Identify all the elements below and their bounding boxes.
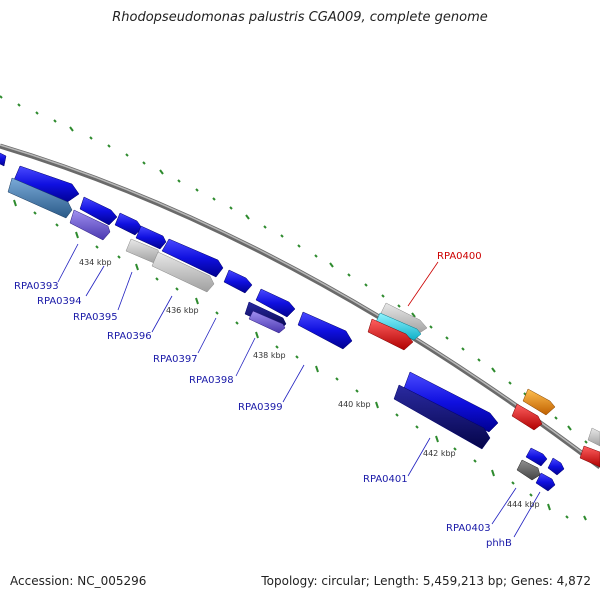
map-title: Rhodopseudomonas palustris CGA009, compl… [112, 10, 488, 25]
gene-label-rpa0401[interactable]: RPA0401 [363, 474, 408, 485]
gene-arrow[interactable] [223, 269, 253, 294]
gene-arrow[interactable] [135, 225, 167, 250]
gene-arrow[interactable] [393, 384, 491, 450]
accession-text: Accession: NC_005296 [10, 574, 147, 588]
scale-label: 438 kbp [253, 351, 286, 360]
gene-label-rpa0395[interactable]: RPA0395 [73, 312, 118, 323]
gene-arrow[interactable] [13, 165, 80, 204]
genome-backbone-highlight [0, 144, 600, 467]
genome-summary: Topology: circular; Length: 5,459,213 bp… [261, 574, 591, 588]
gene-arrow[interactable] [7, 177, 73, 219]
gene-arrow[interactable] [547, 457, 565, 476]
scale-label: 434 kbp [79, 258, 112, 267]
scale-label: 442 kbp [423, 449, 456, 458]
scale-label: 440 kbp [338, 400, 371, 409]
gene-arrow[interactable] [522, 388, 556, 416]
scale-label: 444 kbp [507, 500, 540, 509]
gene-arrow[interactable] [69, 209, 111, 241]
gene-arrow[interactable] [151, 251, 215, 293]
gene-arrow[interactable] [114, 212, 143, 236]
gene-arrow[interactable] [248, 310, 286, 334]
gene-label-rpa0399[interactable]: RPA0399 [238, 402, 283, 413]
gene-label-rpa0393[interactable]: RPA0393 [14, 281, 59, 292]
gene-arrow[interactable] [367, 318, 414, 351]
gene-arrow[interactable] [535, 472, 556, 492]
gene-label-rpa0400[interactable]: RPA0400 [437, 251, 482, 262]
gene-arrow[interactable] [516, 459, 541, 481]
gene-label-rpa0394[interactable]: RPA0394 [37, 296, 82, 307]
gene-arrow[interactable] [161, 238, 224, 278]
gene-label-rpa0398[interactable]: RPA0398 [189, 375, 234, 386]
inner-tick-track [13, 199, 587, 521]
gene-label-phhb[interactable]: phhB [486, 538, 512, 549]
reverse-strand-genes [7, 177, 556, 492]
gene-arrow[interactable] [511, 403, 543, 431]
gene-label-rpa0403[interactable]: RPA0403 [446, 523, 491, 534]
gene-arrow[interactable] [525, 447, 548, 467]
gene-arrow[interactable] [0, 151, 7, 167]
genome-backbone [0, 143, 600, 469]
gene-arrow[interactable] [379, 302, 428, 335]
scale-label: 436 kbp [166, 306, 199, 315]
gene-arrow[interactable] [79, 196, 118, 226]
gene-arrow[interactable] [255, 288, 296, 318]
gene-arrow[interactable] [579, 445, 600, 468]
forward-strand-genes [0, 151, 600, 476]
gene-label-rpa0396[interactable]: RPA0396 [107, 331, 152, 342]
label-leader-lines [57, 243, 541, 538]
outer-tick-track [0, 95, 588, 444]
gene-arrow[interactable] [403, 371, 499, 433]
gene-label-rpa0397[interactable]: RPA0397 [153, 354, 198, 365]
gene-arrow[interactable] [375, 312, 422, 341]
gene-arrow[interactable] [587, 427, 600, 447]
gene-arrow[interactable] [297, 311, 353, 350]
